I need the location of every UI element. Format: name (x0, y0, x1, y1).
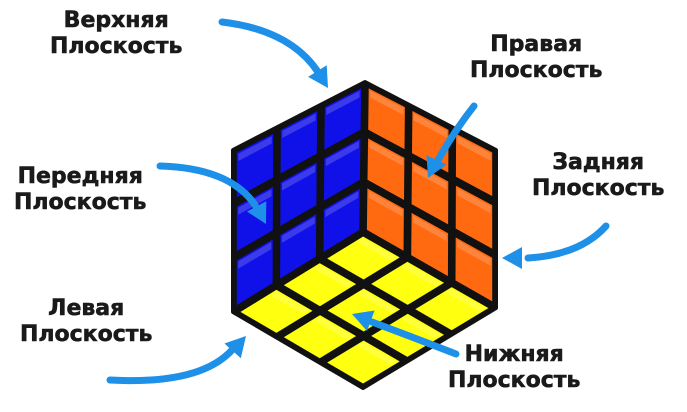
arrow-top-shaft (218, 18, 322, 76)
blue-sticker-highlight (326, 90, 360, 115)
arrow-back (502, 222, 610, 269)
arrow-top-head (308, 65, 328, 88)
arrow-right-head (426, 155, 447, 178)
yellow-sticker-highlight (313, 264, 354, 288)
yellow-sticker-highlight (401, 315, 442, 339)
blue-sticker-highlight (281, 216, 315, 243)
label-back-face: Задняя Плоскость (532, 150, 665, 202)
orange-sticker-highlight (368, 190, 403, 217)
label-right-face: Правая Плоскость (470, 32, 603, 84)
label-back-line2: Плоскость (532, 176, 665, 202)
arrow-back-head (502, 247, 522, 269)
label-top-line2: Плоскость (50, 34, 183, 60)
arrow-right-shaft (434, 102, 478, 164)
orange-sticker-highlight (413, 113, 448, 138)
orange-sticker-highlight (369, 140, 403, 166)
yellow-sticker (326, 287, 402, 333)
orange-sticker-highlight (457, 136, 491, 161)
arrow-top (218, 18, 328, 88)
blue-sticker (235, 238, 274, 307)
yellow-sticker (239, 288, 314, 334)
arrow-back-shaft (524, 222, 610, 262)
arrow-front-head (246, 201, 267, 224)
arrow-left-head (224, 336, 246, 359)
yellow-sticker-highlight (357, 290, 398, 314)
label-left-line2: Плоскость (20, 322, 153, 348)
blue-sticker-highlight (282, 113, 316, 138)
yellow-sticker (413, 286, 490, 332)
arrow-front-shaft (156, 162, 259, 209)
label-front-line2: Плоскость (14, 190, 147, 216)
arrow-bottom-shaft (368, 318, 460, 358)
arrows (106, 18, 610, 385)
blue-sticker (322, 187, 361, 254)
orange-sticker (454, 236, 494, 303)
orange-sticker (454, 184, 494, 251)
blue-sticker (279, 212, 318, 280)
blue-sticker (323, 87, 363, 151)
arrow-left-shaft (106, 346, 236, 385)
blue-sticker-highlight (238, 136, 272, 161)
yellow-sticker-highlight (357, 238, 397, 262)
orange-sticker-highlight (413, 164, 447, 190)
cube-outline (231, 80, 498, 390)
yellow-sticker-highlight (314, 316, 354, 340)
cube (231, 80, 498, 390)
label-top-line1: Верхняя (63, 8, 169, 34)
orange-sticker-highlight (457, 240, 491, 266)
blue-sticker (322, 137, 362, 203)
blue-sticker-highlight (282, 165, 316, 191)
yellow-sticker (282, 262, 358, 308)
label-right-line1: Правая (490, 32, 583, 58)
blue-sticker (279, 109, 319, 175)
orange-sticker (410, 211, 450, 278)
orange-sticker (366, 137, 406, 202)
blue-sticker-highlight (325, 140, 359, 167)
blue-sticker-highlight (325, 191, 359, 218)
label-right-line2: Плоскость (470, 58, 603, 84)
orange-sticker (367, 87, 406, 151)
arrow-bottom-head (352, 310, 375, 332)
yellow-sticker (369, 260, 446, 306)
blue-sticker (279, 161, 318, 228)
orange-sticker (410, 160, 450, 226)
yellow-sticker-highlight (357, 342, 397, 366)
orange-sticker (454, 132, 494, 198)
yellow-sticker-highlight (270, 291, 310, 315)
arrow-bottom (352, 310, 460, 358)
label-front-face: Передняя Плоскость (14, 164, 147, 216)
arrow-front (156, 162, 267, 224)
yellow-sticker (325, 235, 402, 281)
label-bottom-face: Нижняя Плоскость (448, 342, 581, 394)
yellow-sticker (325, 339, 402, 385)
label-bottom-line1: Нижняя (464, 342, 564, 368)
yellow-sticker-highlight (401, 263, 442, 287)
arrow-left (106, 336, 246, 385)
orange-sticker-highlight (413, 215, 447, 242)
orange-sticker (365, 187, 405, 253)
label-top-face: Верхняя Плоскость (50, 8, 183, 60)
blue-sticker-highlight (238, 242, 272, 269)
label-bottom-line2: Плоскость (448, 368, 581, 394)
orange-sticker-highlight (457, 188, 491, 214)
label-left-face: Левая Плоскость (20, 296, 153, 348)
orange-sticker-highlight (370, 90, 404, 115)
arrow-right (426, 102, 478, 178)
label-left-line1: Левая (48, 296, 125, 322)
label-front-line1: Передняя (17, 164, 143, 190)
yellow-sticker-highlight (445, 288, 486, 312)
yellow-sticker (282, 314, 358, 360)
label-back-line1: Задняя (552, 150, 645, 176)
